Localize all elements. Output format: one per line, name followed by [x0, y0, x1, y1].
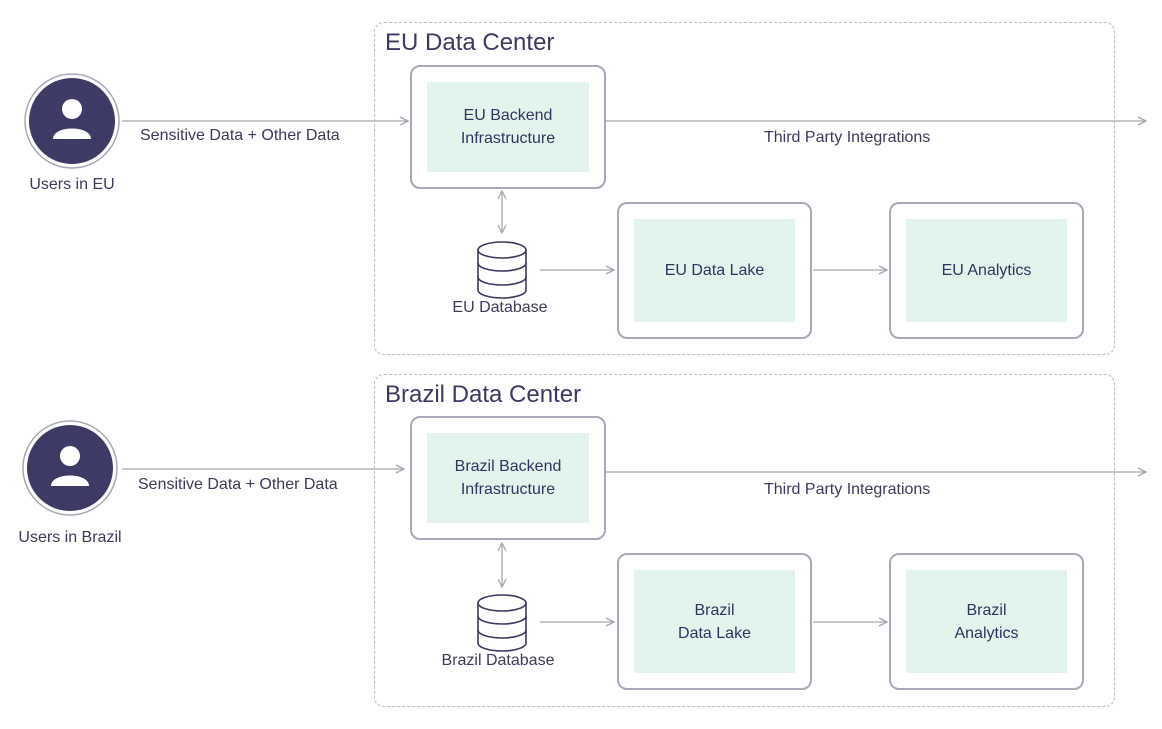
brazil-datalake-node[interactable]: Brazil Data Lake: [617, 553, 812, 690]
brazil-database-label: Brazil Database: [441, 652, 555, 669]
eu-datalake-label: EU Data Lake: [634, 219, 795, 322]
brazil-backend-node[interactable]: Brazil Backend Infrastructure: [410, 416, 606, 540]
eu-data-center-region: EU Data Center: [374, 22, 1115, 355]
eu-flow-label: Sensitive Data + Other Data: [140, 127, 340, 144]
brazil-users-label: Users in Brazil: [18, 529, 122, 546]
user-icon: [24, 73, 120, 169]
user-icon: [22, 420, 118, 516]
brazil-region-title: Brazil Data Center: [385, 381, 582, 408]
brazil-backend-label: Brazil Backend Infrastructure: [427, 433, 589, 523]
eu-datalake-node[interactable]: EU Data Lake: [617, 202, 812, 339]
database-icon: [477, 241, 527, 299]
eu-backend-label: EU Backend Infrastructure: [427, 82, 589, 172]
eu-users-label: Users in EU: [29, 176, 115, 193]
eu-analytics-label: EU Analytics: [906, 219, 1067, 322]
brazil-data-center-region: Brazil Data Center: [374, 374, 1115, 707]
brazil-datalake-label: Brazil Data Lake: [634, 570, 795, 673]
eu-third-party-label: Third Party Integrations: [764, 129, 931, 146]
eu-database-label: EU Database: [452, 299, 548, 316]
eu-backend-node[interactable]: EU Backend Infrastructure: [410, 65, 606, 189]
brazil-analytics-label: Brazil Analytics: [906, 570, 1067, 673]
eu-analytics-node[interactable]: EU Analytics: [889, 202, 1084, 339]
eu-region-title: EU Data Center: [385, 29, 555, 56]
database-icon: [477, 594, 527, 652]
brazil-third-party-label: Third Party Integrations: [764, 481, 931, 498]
brazil-analytics-node[interactable]: Brazil Analytics: [889, 553, 1084, 690]
brazil-flow-label: Sensitive Data + Other Data: [138, 476, 338, 493]
